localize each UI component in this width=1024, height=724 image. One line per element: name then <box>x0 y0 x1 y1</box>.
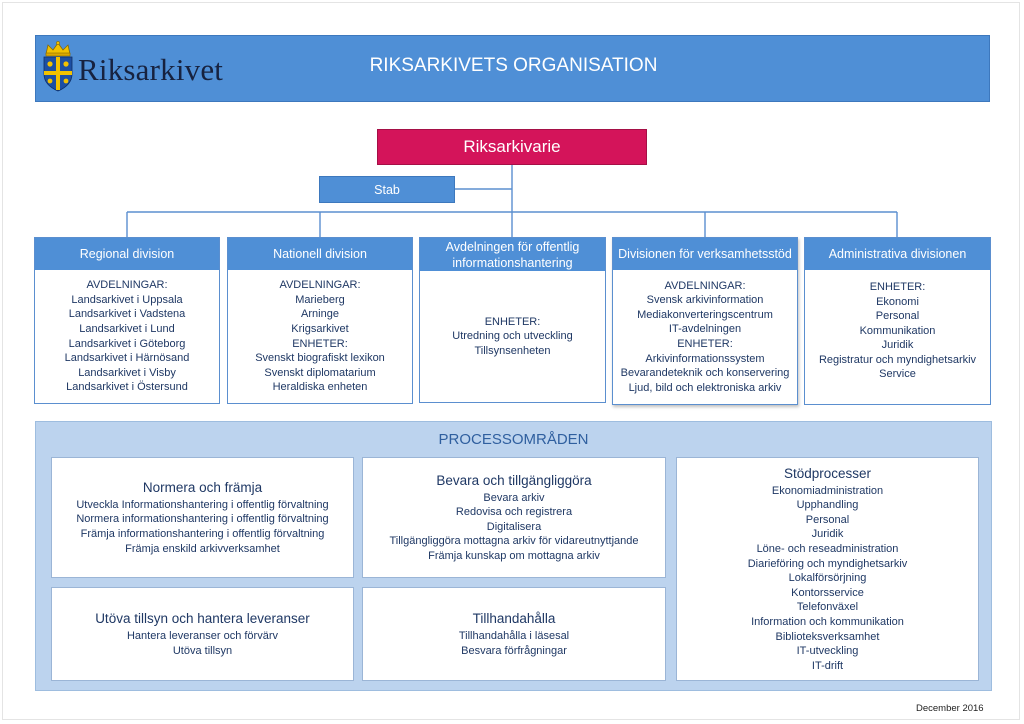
process-box-title: Bevara och tillgängliggöra <box>436 472 592 488</box>
division-line: Landsarkivet i Göteborg <box>68 337 186 350</box>
division-line: Landsarkivet i Visby <box>78 366 176 379</box>
process-item: Upphandling <box>796 499 859 512</box>
division-line: Mediakonverteringscentrum <box>637 308 773 321</box>
division-line: IT-avdelningen <box>668 323 742 336</box>
division-line: AVDELNINGAR: <box>664 279 746 292</box>
brand-name: Riksarkivet <box>78 52 224 87</box>
division-title: Divisionen för verksamhetsstöd <box>613 238 797 270</box>
division-line: AVDELNINGAR: <box>86 279 168 292</box>
process-item: Personal <box>805 513 850 526</box>
division-line: Landsarkivet i Lund <box>79 322 175 335</box>
process-item: Kontorsservice <box>791 586 864 599</box>
process-item: Utöva tillsyn <box>172 644 233 657</box>
process-item: Tillhandahålla i läsesal <box>458 629 570 642</box>
process-box-title: Normera och främja <box>142 479 263 495</box>
process-item: Besvara förfrågningar <box>461 644 567 657</box>
division-line: Kommunikation <box>859 324 936 337</box>
process-item: Diarieföring och myndighetsarkiv <box>747 557 908 570</box>
process-areas-panel: PROCESSOMRÅDEN Normera och främja Utveck… <box>35 421 992 691</box>
process-box-bevara: Bevara och tillgängliggöra Bevara arkiv … <box>362 457 666 578</box>
division-line: Svenskt diplomatarium <box>264 366 376 379</box>
division-line: Landsarkivet i Uppsala <box>71 293 183 306</box>
division-national: Nationell division AVDELNINGAR: Marieber… <box>227 237 413 404</box>
process-item: IT-utveckling <box>796 645 859 658</box>
division-line: Landsarkivet i Vadstena <box>68 308 186 321</box>
division-line: Juridik <box>881 339 914 352</box>
process-item: Tillgängliggöra mottagna arkiv för vidar… <box>389 535 639 548</box>
division-line: Heraldiska enheten <box>272 381 368 394</box>
division-line: ENHETER: <box>869 280 926 293</box>
page-title: RIKSARKIVETS ORGANISATION <box>369 55 658 76</box>
process-item: Främja kunskap om mottagna arkiv <box>428 549 600 562</box>
division-line: Bevarandeteknik och konservering <box>620 367 790 380</box>
process-item: IT-drift <box>811 659 844 672</box>
division-administrative: Administrativa divisionen ENHETER: Ekono… <box>804 237 991 405</box>
division-line: Krigsarkivet <box>291 322 349 335</box>
division-line: Arninge <box>301 308 339 321</box>
division-line: Svensk arkivinformation <box>646 294 764 307</box>
division-line: Svenskt biografiskt lexikon <box>255 352 385 365</box>
division-line: Landsarkivet i Östersund <box>66 381 188 394</box>
process-item: Hantera leveranser och förvärv <box>126 629 278 642</box>
division-line: Utredning och utveckling <box>452 330 573 343</box>
process-item: Löne- och reseadministration <box>756 543 899 556</box>
division-line: Registratur och myndighetsarkiv <box>818 353 977 366</box>
process-box-title: Tillhandahålla <box>472 610 556 626</box>
division-line: ENHETER: <box>484 315 541 328</box>
process-item: Lokalförsörjning <box>788 572 867 585</box>
division-line: Personal <box>875 310 920 323</box>
process-item: Juridik <box>811 528 844 541</box>
process-box-tillsyn: Utöva tillsyn och hantera leveranser Han… <box>51 587 354 681</box>
division-title: Nationell division <box>228 238 412 270</box>
footer-date: December 2016 <box>916 703 984 714</box>
riksarkivarie-box: Riksarkivarie <box>377 129 647 165</box>
crowned-shield-emblem-icon <box>43 41 73 92</box>
stab-box: Stab <box>319 176 455 203</box>
division-operations-support: Divisionen för verksamhetsstöd AVDELNING… <box>612 237 798 405</box>
division-regional: Regional division AVDELNINGAR: Landsarki… <box>34 237 220 404</box>
process-areas-title: PROCESSOMRÅDEN <box>438 431 589 448</box>
process-item: Redovisa och registrera <box>455 506 573 519</box>
division-line: Service <box>879 368 916 381</box>
division-line: Tillsynsenheten <box>474 344 551 357</box>
process-item: Främja informationshantering i offentlig… <box>80 528 325 540</box>
header-banner: Riksarkivet RIKSARKIVETS ORGANISATION <box>35 35 990 102</box>
division-line: ENHETER: <box>677 338 733 350</box>
division-title: Avdelningen för offentlig informationsha… <box>420 238 605 271</box>
process-box-title: Utöva tillsyn och hantera leveranser <box>95 610 310 626</box>
process-box-title: Stödprocesser <box>783 465 872 481</box>
process-item: Biblioteksverksamhet <box>775 630 880 643</box>
process-box-normera: Normera och främja Utveckla Informations… <box>51 457 354 578</box>
division-public-information: Avdelningen för offentlig informationsha… <box>419 237 606 403</box>
process-item: Ekonomiadministration <box>771 484 884 497</box>
division-line: Ekonomi <box>876 295 919 308</box>
division-line: Ljud, bild och elektroniska arkiv <box>628 381 782 394</box>
process-box-stodprocesser: Stödprocesser Ekonomiadministration Upph… <box>676 457 979 681</box>
process-item: Normera informationshantering i offentli… <box>76 513 329 526</box>
process-item: Bevara arkiv <box>483 491 545 504</box>
division-title: Regional division <box>35 238 219 270</box>
division-line: Arkivinformationssystem <box>645 352 765 365</box>
process-item: Utveckla Informationshantering i offentl… <box>76 498 329 511</box>
process-item: Digitalisera <box>486 520 542 533</box>
division-line: Landsarkivet i Härnösand <box>64 352 190 365</box>
division-title: Administrativa divisionen <box>805 238 990 270</box>
process-item: Telefonväxel <box>796 601 859 614</box>
process-item: Främja enskild arkivverksamhet <box>125 542 280 555</box>
division-line: AVDELNINGAR: <box>279 279 361 292</box>
process-item: Information och kommunikation <box>751 615 904 628</box>
division-line: ENHETER: <box>292 337 348 350</box>
division-line: Marieberg <box>295 293 345 306</box>
process-box-tillhandahalla: Tillhandahålla Tillhandahålla i läsesal … <box>362 587 666 681</box>
